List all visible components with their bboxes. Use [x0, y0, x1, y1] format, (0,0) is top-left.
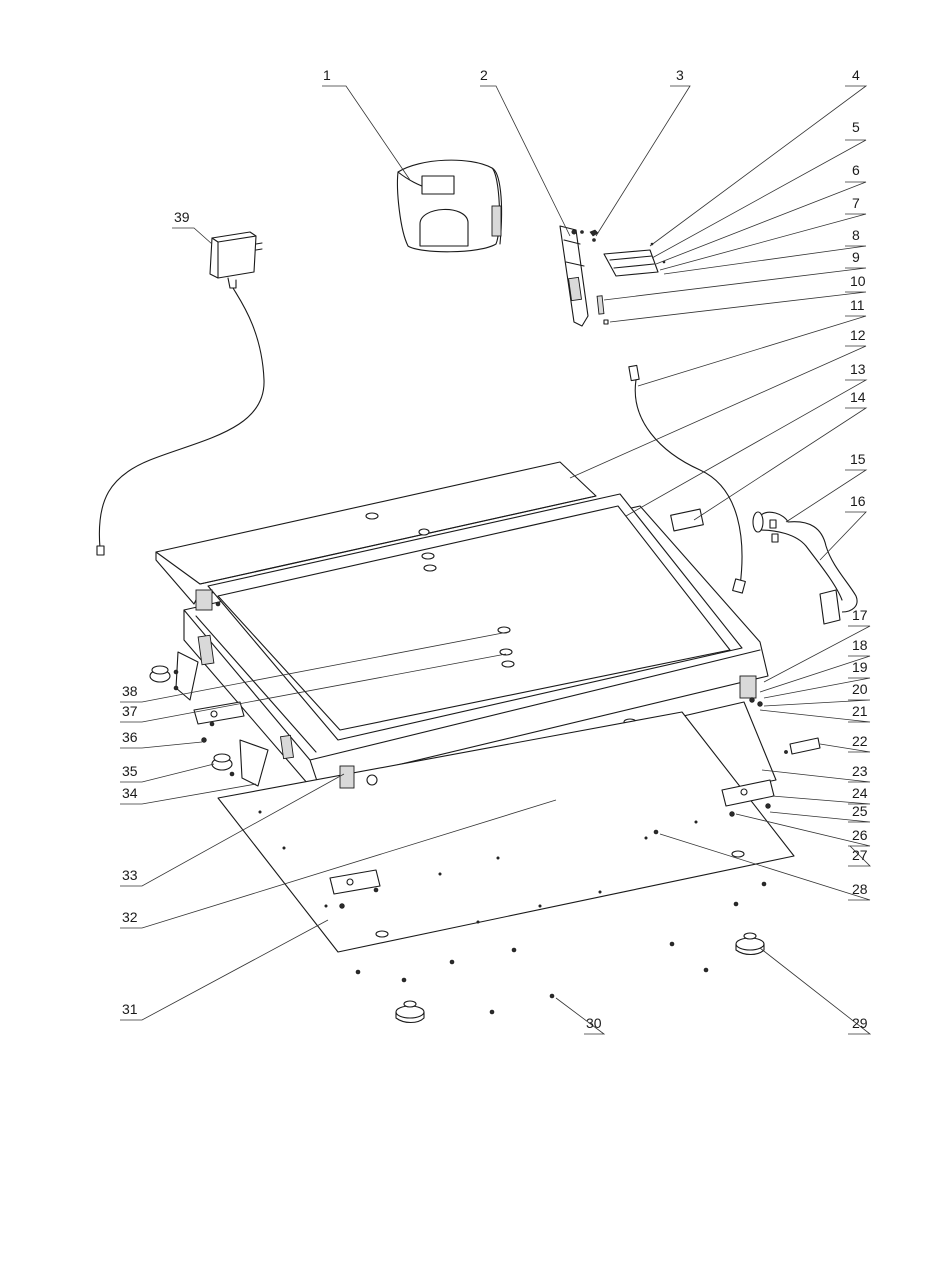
callout-14: 14 [850, 389, 866, 405]
callout-38: 38 [122, 683, 138, 699]
callout-37: 37 [122, 703, 138, 719]
mounting-bracket [560, 226, 665, 326]
callout-9: 9 [852, 249, 860, 265]
callout-27: 27 [852, 847, 868, 863]
display-head [397, 160, 501, 252]
callout-24: 24 [852, 785, 868, 801]
callout-16: 16 [850, 493, 866, 509]
callout-25: 25 [852, 803, 868, 819]
callout-2: 2 [480, 67, 488, 83]
callout-31: 31 [122, 1001, 138, 1017]
handle-bar [753, 512, 857, 624]
callout-23: 23 [852, 763, 868, 779]
callout-3: 3 [676, 67, 684, 83]
callout-36: 36 [122, 729, 138, 745]
callout-1: 1 [323, 67, 331, 83]
callout-10: 10 [850, 273, 866, 289]
callout-5: 5 [852, 119, 860, 135]
callout-11: 11 [850, 297, 865, 313]
callout-39: 39 [174, 209, 190, 225]
callout-20: 20 [852, 681, 868, 697]
callout-34: 34 [122, 785, 138, 801]
callout-28: 28 [852, 881, 868, 897]
callout-13: 13 [850, 361, 866, 377]
callout-18: 18 [852, 637, 868, 653]
callout-8: 8 [852, 227, 860, 243]
callout-6: 6 [852, 162, 860, 178]
callout-7: 7 [852, 195, 860, 211]
callout-26: 26 [852, 827, 868, 843]
callout-35: 35 [122, 763, 138, 779]
callout-19: 19 [852, 659, 868, 675]
callout-33: 33 [122, 867, 138, 883]
callout-15: 15 [850, 451, 866, 467]
callout-21: 21 [852, 703, 868, 719]
callout-30: 30 [586, 1015, 602, 1031]
callout-17: 17 [852, 607, 868, 623]
callout-12: 12 [850, 327, 866, 343]
callout-29: 29 [852, 1015, 868, 1031]
callout-32: 32 [122, 909, 138, 925]
callout-22: 22 [852, 733, 868, 749]
power-adapter [97, 232, 264, 555]
callout-4: 4 [852, 67, 860, 83]
